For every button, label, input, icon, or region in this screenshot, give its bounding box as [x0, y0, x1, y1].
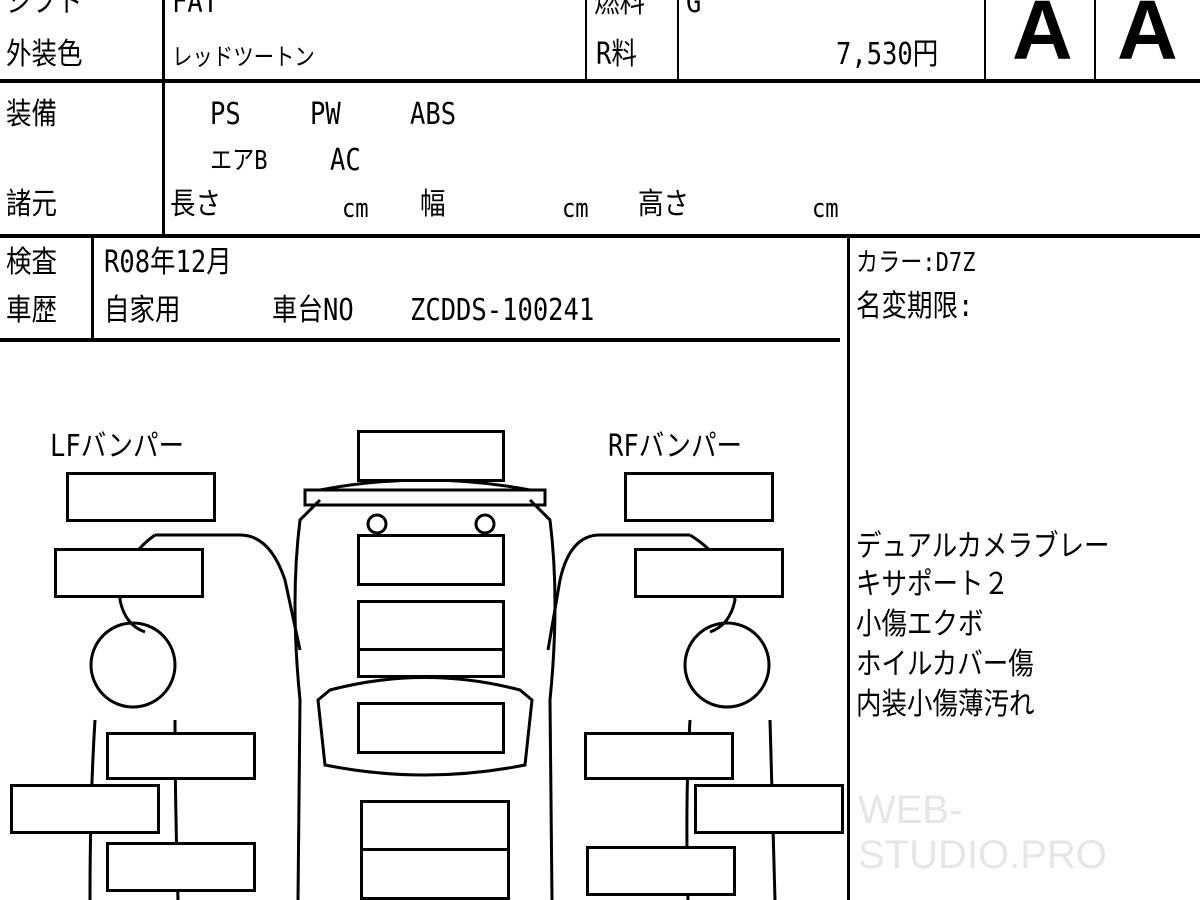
color-value: レッドツートン — [172, 43, 315, 71]
fuel-label: 燃料 — [594, 0, 645, 20]
divider — [0, 338, 840, 342]
car-diagram — [88, 478, 777, 900]
equipment-item: PS — [210, 97, 241, 132]
specs-label: 諸元 — [6, 187, 57, 222]
color-label: 外装色 — [6, 37, 83, 72]
divider — [677, 0, 679, 80]
fuel-value: G — [686, 0, 702, 20]
history-label: 車歴 — [6, 293, 57, 328]
note-line: ホイルカバー傷 — [856, 647, 1034, 682]
damage-box — [106, 732, 256, 780]
damage-box — [106, 842, 256, 892]
damage-box — [357, 702, 505, 754]
divider — [0, 79, 1200, 83]
r-fee-value: 7,530円 — [836, 37, 939, 72]
damage-box — [584, 732, 734, 780]
note-line: 内装小傷薄汚れ — [856, 687, 1035, 722]
damage-box — [694, 784, 844, 834]
damage-box — [54, 548, 204, 598]
watermark: WEB-STUDIO.PRO — [858, 788, 1107, 877]
damage-box — [357, 430, 505, 482]
length-label: 長さ — [170, 187, 221, 222]
damage-box — [66, 472, 216, 522]
damage-box — [10, 784, 160, 834]
divider — [847, 236, 850, 900]
length-unit: cm — [342, 194, 369, 224]
grade-exterior: A — [1012, 0, 1073, 77]
divider — [1094, 0, 1096, 80]
divider — [585, 0, 587, 80]
equipment-item: PW — [310, 97, 341, 132]
shift-value: FAT — [172, 0, 219, 20]
inspection-value: R08年12月 — [104, 245, 232, 280]
name-change-label: 名変期限: — [856, 289, 974, 324]
divider — [0, 234, 1200, 238]
shift-label: シフト — [6, 0, 83, 20]
damage-box — [634, 548, 784, 598]
lf-bumper-label: LFバンパー — [50, 429, 184, 464]
chassis-number: ZCDDS-100241 — [410, 293, 595, 328]
equipment-item: AC — [330, 143, 361, 178]
equipment-label: 装備 — [6, 97, 57, 132]
r-fee-label: R料 — [596, 37, 637, 72]
damage-box — [357, 600, 505, 652]
damage-box — [360, 800, 510, 852]
divider — [91, 236, 94, 342]
height-label: 高さ — [638, 187, 689, 222]
usage-value: 自家用 — [104, 293, 181, 328]
damage-box — [586, 846, 736, 896]
note-line: 小傷エクボ — [856, 607, 984, 642]
inspection-label: 検査 — [6, 245, 57, 280]
damage-box — [357, 648, 505, 678]
damage-box — [624, 472, 774, 522]
note-line: キサポート２ — [856, 567, 1009, 602]
damage-box — [360, 848, 510, 900]
width-label: 幅 — [420, 187, 446, 222]
grade-interior: A — [1117, 0, 1178, 77]
rf-bumper-label: RFバンパー — [608, 429, 742, 464]
divider — [984, 0, 986, 80]
equipment-item: エアB — [210, 146, 268, 176]
damage-box — [357, 534, 505, 586]
divider — [162, 0, 165, 236]
color-code: カラー:D7Z — [856, 248, 976, 278]
height-unit: cm — [812, 194, 839, 224]
chassis-label: 車台NO — [272, 293, 354, 328]
note-line: デュアルカメラブレー — [856, 529, 1110, 564]
width-unit: cm — [562, 194, 589, 224]
equipment-item: ABS — [410, 97, 457, 132]
